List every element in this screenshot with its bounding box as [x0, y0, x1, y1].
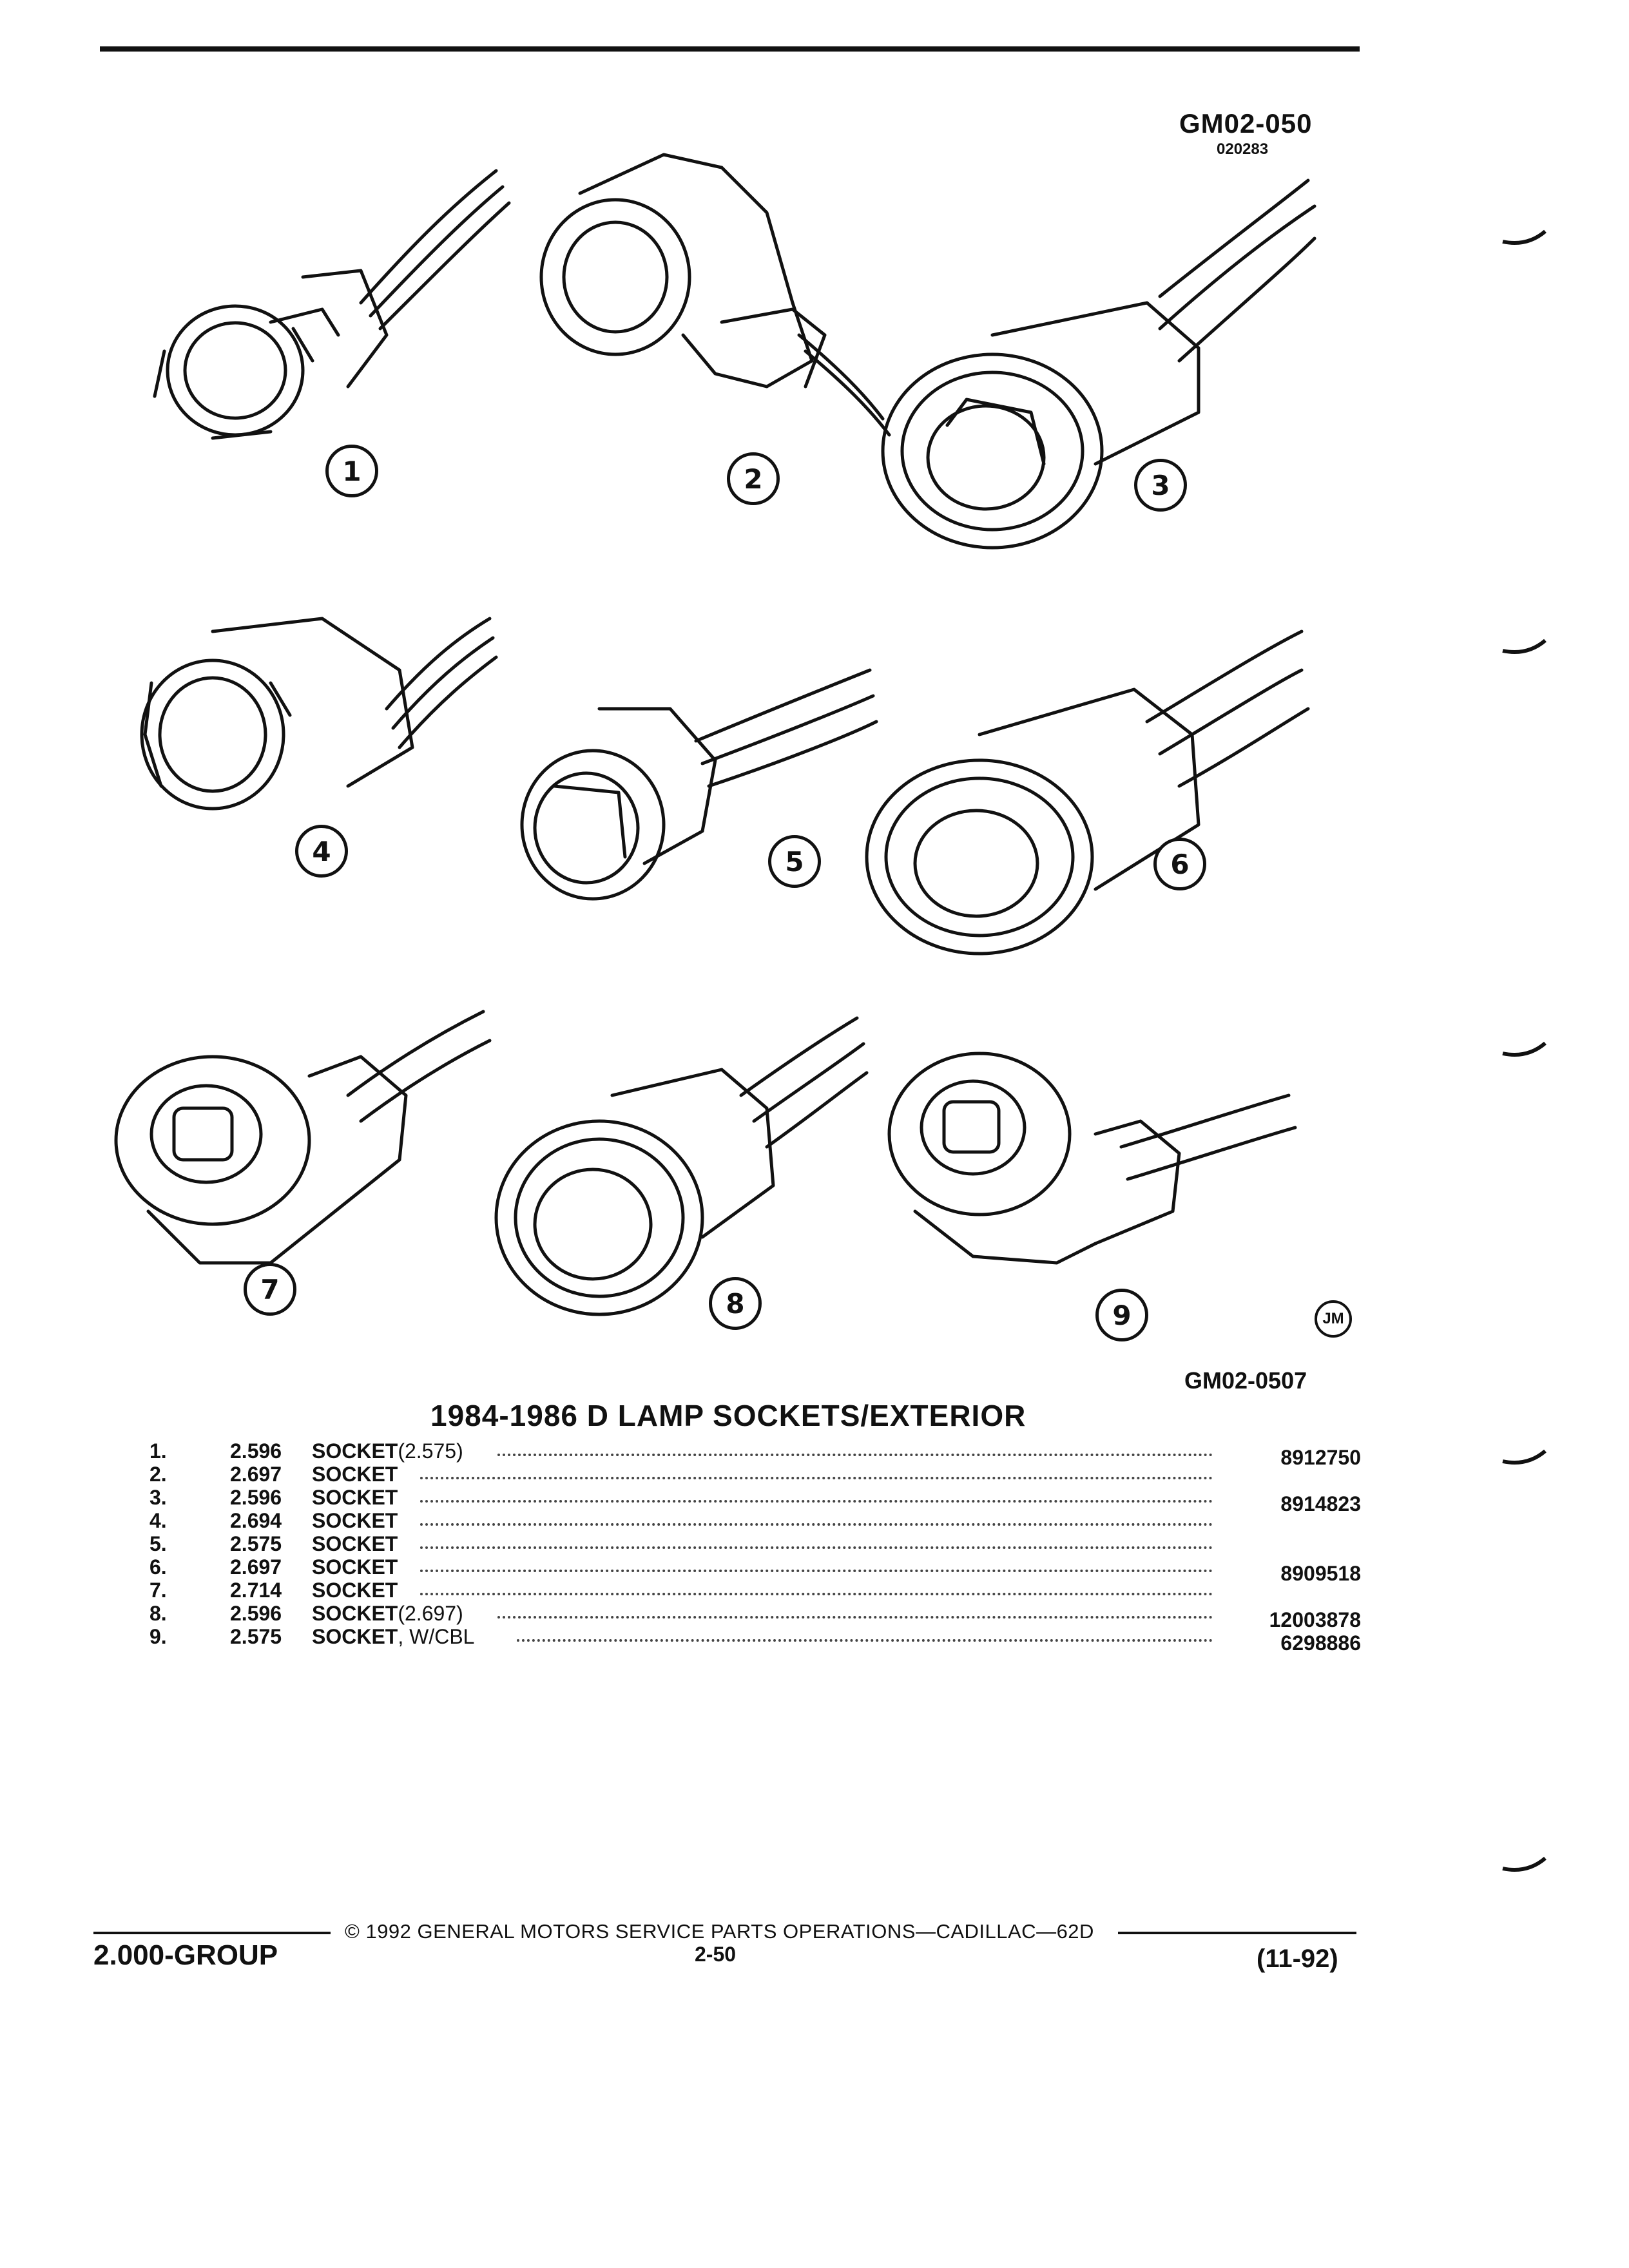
group-code: 2.596: [230, 1486, 282, 1509]
leader-dots: [420, 1523, 1213, 1526]
socket-drawing-7: [114, 1010, 492, 1265]
item-number: 4.: [149, 1509, 167, 1532]
lamp-socket-illustration: [114, 153, 1316, 1316]
parts-list: 1. 2.596 SOCKET(2.575) 8912750 2. 2.697 …: [149, 1439, 1361, 1655]
socket-drawing-5: [520, 668, 878, 901]
callout-6: 6: [1153, 838, 1206, 890]
figure-code-sub: 020283: [1217, 140, 1269, 158]
artist-mark: JM: [1315, 1300, 1352, 1338]
group-code: 2.714: [230, 1579, 282, 1602]
leader-dots: [497, 1454, 1213, 1456]
parts-row: 3. 2.596 SOCKET 8914823: [149, 1486, 1361, 1515]
item-number: 5.: [149, 1532, 167, 1555]
callout-9: 9: [1095, 1289, 1148, 1341]
footer-copyright: © 1992 GENERAL MOTORS SERVICE PARTS OPER…: [345, 1920, 1094, 1943]
group-code: 2.575: [230, 1625, 282, 1648]
parts-row: 7. 2.714 SOCKET: [149, 1579, 1361, 1602]
part-name: SOCKET: [312, 1509, 398, 1532]
part-name: SOCKET: [312, 1486, 398, 1509]
leader-dots: [420, 1593, 1213, 1595]
part-name: SOCKET: [312, 1555, 398, 1579]
group-code: 2.697: [230, 1463, 282, 1486]
parts-row: 6. 2.697 SOCKET 8909518: [149, 1555, 1361, 1585]
part-number: 8909518: [1280, 1562, 1361, 1585]
socket-drawing-1: [153, 169, 511, 440]
leader-dots: [517, 1639, 1213, 1642]
item-number: 8.: [149, 1602, 167, 1625]
part-description: SOCKET: [312, 1555, 398, 1579]
group-code: 2.575: [230, 1532, 282, 1555]
binder-tick: [1502, 1041, 1547, 1057]
top-rule: [100, 46, 1360, 52]
group-code: 2.697: [230, 1555, 282, 1579]
page-number: 2-50: [695, 1943, 737, 1966]
figure-code-bottom: GM02-0507: [1184, 1367, 1307, 1394]
group-code: 2.596: [230, 1602, 282, 1625]
parts-row: 2. 2.697 SOCKET: [149, 1463, 1361, 1486]
group-code: 2.596: [230, 1439, 282, 1463]
part-description: SOCKET(2.697): [312, 1602, 463, 1626]
part-description: SOCKET: [312, 1463, 398, 1486]
socket-drawing-2: [539, 153, 891, 437]
parts-row: 1. 2.596 SOCKET(2.575) 8912750: [149, 1439, 1361, 1469]
part-name: SOCKET: [312, 1439, 398, 1463]
parts-row: 5. 2.575 SOCKET: [149, 1532, 1361, 1555]
group-code: 2.694: [230, 1509, 282, 1532]
part-description: SOCKET: [312, 1579, 398, 1602]
figure-code-top: GM02-050: [1179, 108, 1313, 139]
callout-3: 3: [1134, 459, 1187, 512]
leader-dots: [420, 1500, 1213, 1503]
binder-tick: [1502, 639, 1547, 654]
socket-drawing-8: [494, 1016, 869, 1316]
part-note: (2.697): [398, 1602, 463, 1625]
socket-drawing-9: [887, 1052, 1297, 1265]
leader-dots: [420, 1570, 1213, 1572]
item-number: 3.: [149, 1486, 167, 1509]
footer-rule: [1118, 1932, 1356, 1934]
section-title: 1984-1986 D LAMP SOCKETS/EXTERIOR: [430, 1399, 1027, 1432]
part-number: 6298886: [1280, 1631, 1361, 1655]
part-number: 8912750: [1280, 1446, 1361, 1469]
callout-5: 5: [768, 835, 821, 888]
socket-drawing-3: [881, 178, 1316, 550]
parts-row: 4. 2.694 SOCKET: [149, 1509, 1361, 1532]
part-name: SOCKET: [312, 1532, 398, 1555]
part-description: SOCKET, W/CBL: [312, 1625, 474, 1649]
footer-date: (11-92): [1257, 1945, 1338, 1973]
item-number: 7.: [149, 1579, 167, 1602]
binder-tick: [1502, 229, 1547, 245]
part-name: SOCKET: [312, 1625, 398, 1648]
binder-tick: [1502, 1449, 1547, 1465]
part-number: 12003878: [1269, 1608, 1361, 1631]
part-description: SOCKET: [312, 1532, 398, 1556]
parts-row: 8. 2.596 SOCKET(2.697) 12003878: [149, 1602, 1361, 1631]
part-description: SOCKET: [312, 1509, 398, 1533]
item-number: 6.: [149, 1555, 167, 1579]
socket-drawing-4: [140, 617, 498, 811]
part-name: SOCKET: [312, 1602, 398, 1625]
part-note: (2.575): [398, 1439, 463, 1463]
footer-rule: [93, 1932, 331, 1934]
item-number: 9.: [149, 1625, 167, 1648]
callout-2: 2: [727, 452, 780, 505]
callout-8: 8: [709, 1277, 762, 1330]
leader-dots: [497, 1616, 1213, 1619]
part-description: SOCKET: [312, 1486, 398, 1510]
part-name: SOCKET: [312, 1463, 398, 1486]
part-number: 8914823: [1280, 1492, 1361, 1515]
part-description: SOCKET(2.575): [312, 1439, 463, 1463]
callout-7: 7: [244, 1263, 296, 1316]
parts-row: 9. 2.575 SOCKET, W/CBL 6298886: [149, 1625, 1361, 1655]
item-number: 1.: [149, 1439, 167, 1463]
callout-4: 4: [295, 825, 348, 878]
binder-tick: [1502, 1856, 1547, 1872]
item-number: 2.: [149, 1463, 167, 1486]
part-note: , W/CBL: [398, 1625, 475, 1648]
callout-1: 1: [325, 445, 378, 497]
leader-dots: [420, 1546, 1213, 1549]
leader-dots: [420, 1477, 1213, 1479]
part-name: SOCKET: [312, 1579, 398, 1602]
footer-group: 2.000-GROUP: [93, 1939, 278, 1971]
socket-drawing-6: [865, 629, 1310, 956]
